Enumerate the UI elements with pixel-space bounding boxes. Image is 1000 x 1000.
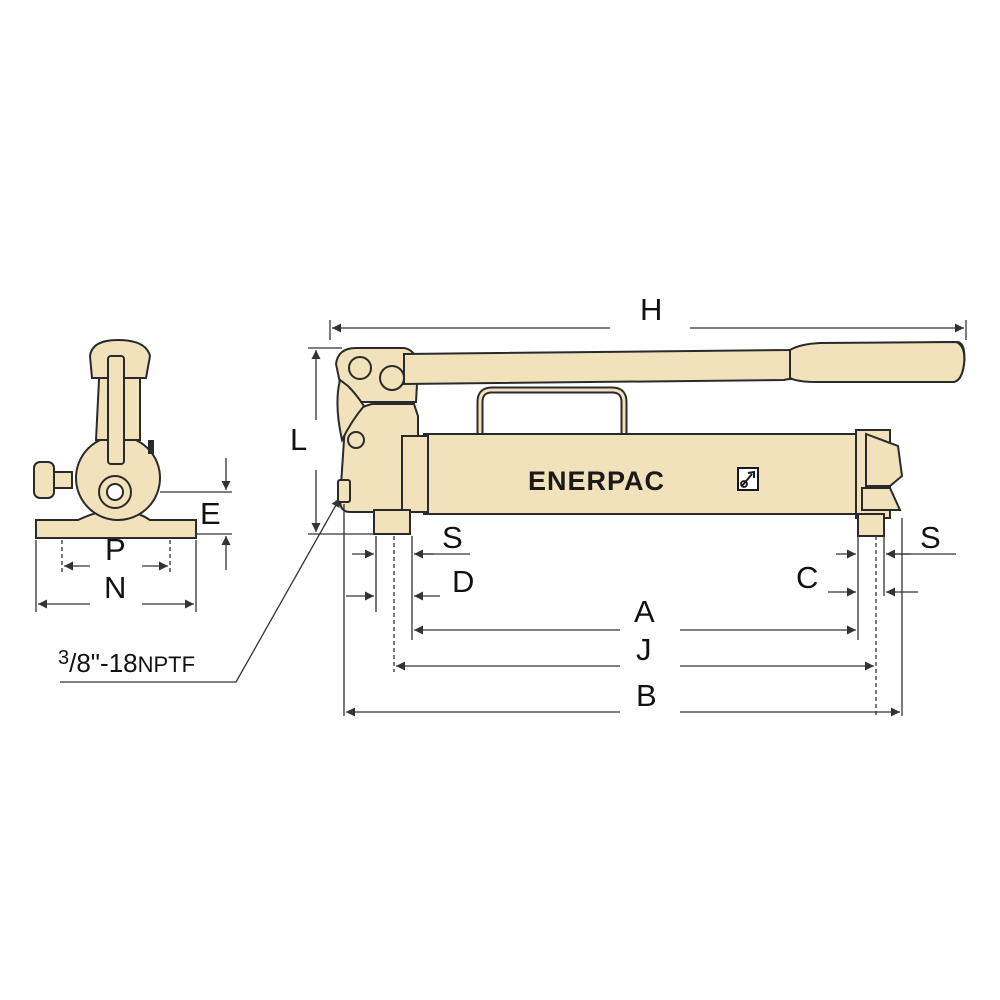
port-note-fraction-num: 3	[58, 647, 69, 669]
dim-label-H: H	[640, 292, 662, 327]
side-view	[334, 340, 966, 537]
dim-label-D: D	[452, 564, 474, 599]
wrench-logo-icon	[737, 467, 759, 491]
right-foot	[857, 513, 885, 537]
end-view	[33, 338, 197, 539]
dim-label-N: N	[104, 570, 126, 605]
end-view-dimensions	[35, 458, 232, 612]
port-note-thread: NPTF	[138, 652, 195, 677]
svg-text:3/8"-18NPTF: 3/8"-18NPTF	[58, 647, 195, 678]
manifold	[401, 435, 429, 513]
pivot-pin-1	[348, 356, 372, 380]
left-foot	[373, 509, 411, 535]
release-valve-stem	[53, 471, 73, 489]
pivot-pin-2	[379, 365, 405, 391]
carry-handle	[476, 386, 628, 436]
dim-label-S-right: S	[920, 520, 941, 555]
end-cap-face	[865, 432, 904, 487]
linkage	[336, 378, 366, 443]
dim-label-S-left: S	[442, 520, 463, 555]
brand-logo-text: ENERPAC	[528, 466, 665, 496]
dim-label-L: L	[290, 422, 307, 457]
dim-label-J: J	[636, 632, 652, 667]
dim-label-C: C	[796, 560, 818, 595]
outlet-port	[337, 479, 351, 503]
port-note-size: /8"-18	[69, 648, 138, 678]
dim-label-P: P	[105, 532, 126, 567]
release-valve-knob	[33, 461, 55, 499]
end-view-port-inner	[106, 483, 124, 501]
side-view-dimensions	[308, 320, 967, 717]
end-view-handle	[107, 355, 125, 465]
pivot-pin-3	[347, 431, 365, 449]
handle-grip	[789, 340, 966, 383]
dim-label-B: B	[636, 678, 657, 713]
dim-label-E: E	[200, 496, 221, 531]
dim-label-A: A	[634, 594, 655, 629]
port-note: 3/8"-18NPTF	[58, 497, 341, 683]
